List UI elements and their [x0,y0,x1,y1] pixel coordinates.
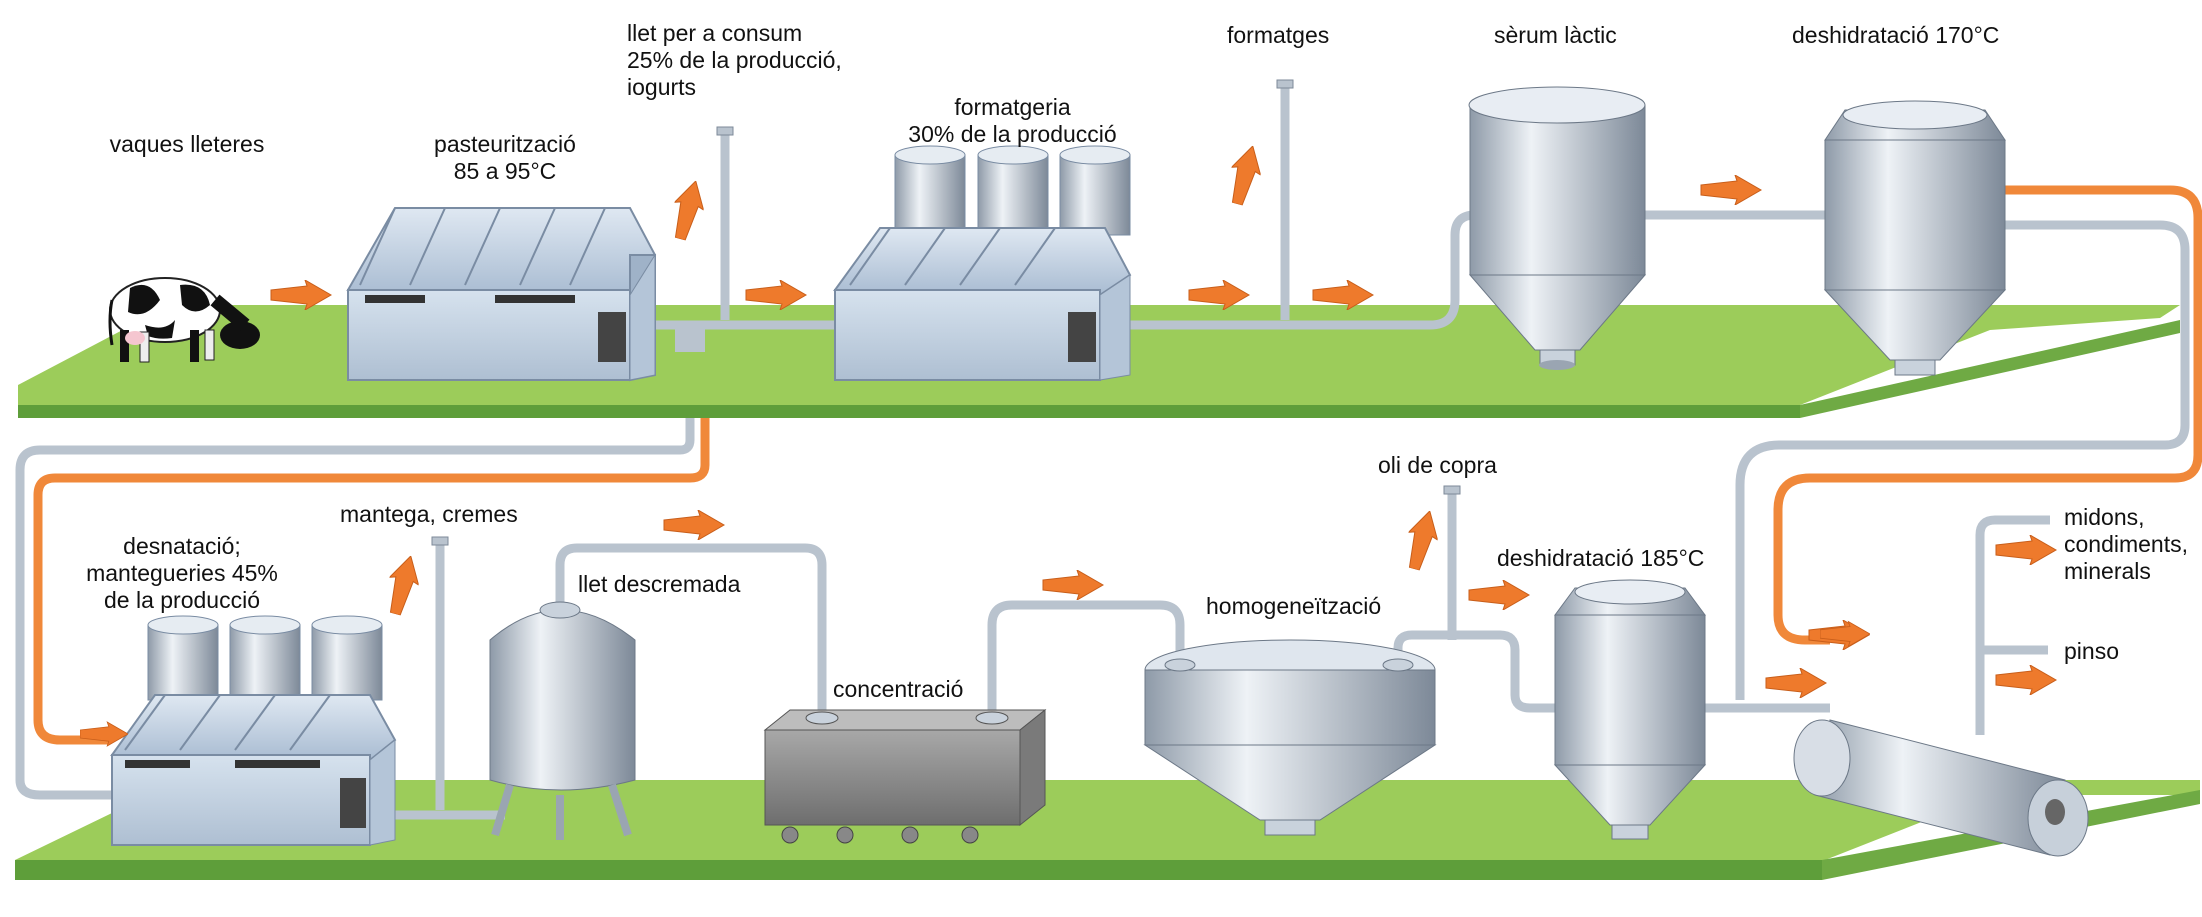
label-copra-oil: oli de copra [1378,452,1497,478]
label-creameries-share: mantegueries 45% [86,560,278,586]
lower-ground-edge [15,860,1822,880]
pipe-skim-milk [555,543,827,718]
label-feed: pinso [2064,638,2119,664]
label-skimming: desnatació; [123,533,241,559]
pipe-right-loop [1735,220,2190,700]
label-cheeses: formatges [1227,22,1330,48]
label-homogenization: homogeneïtzació [1206,593,1382,619]
dehydrator-170-tank [1823,100,2007,376]
label-concentration: concentració [833,676,964,702]
label-butter-creams: mantega, cremes [340,501,518,527]
label-dehydration-170: deshidratació 170°C [1792,22,2000,48]
pipe-outputs [1975,515,2050,735]
cheese-factory-building [833,145,1132,381]
skim-milk-tank [489,601,636,840]
label-minerals: minerals [2064,558,2151,584]
upper-ground-edge [18,405,1800,418]
pipe-cap-milk [716,126,734,136]
pipe-cap-butter [431,536,449,546]
creamery-building [110,615,397,846]
label-milk-consumption: llet per a consum [627,20,803,46]
homogenizer [1143,639,1437,836]
pipe-tee-lower [675,322,705,352]
orange-flow-right [1773,185,2202,645]
pipe-cap-cheeses [1276,79,1294,89]
label-pasteurization-temp: 85 a 95°C [453,158,557,184]
pasteurization-building [346,207,657,382]
concentration-unit [763,708,1047,844]
label-condiments: condiments, [2064,531,2189,557]
upper-ground-right-edge [1800,320,2180,418]
label-dehydration-185: deshidratació 185°C [1497,545,1705,571]
label-cheese-factory-share: 30% de la producció [908,121,1117,147]
label-dairy-cows: vaques lleteres [109,131,265,157]
dehydrator-185-tank [1553,579,1707,840]
pipe-concentration-to-homog [987,600,1185,718]
drying-cylinder [1793,719,2089,857]
label-pasteurization: pasteurització [434,131,576,157]
label-starches: midons, [2064,504,2145,530]
label-yogurts: iogurts [627,74,697,100]
label-milk-consumption-share: 25% de la producció, [627,47,842,73]
label-cheese-factory: formatgeria [954,94,1071,120]
pipe-homog-to-dehydrator [1393,630,1555,713]
whey-tank [1468,86,1647,370]
pipe-cheese-to-whey [1120,210,1476,330]
cow-icon [108,277,260,363]
label-whey: sèrum làctic [1494,22,1617,48]
pipe-upper-to-lower [15,418,695,800]
label-of-production: de la producció [104,587,260,613]
pipe-cap-copra [1443,485,1461,495]
orange-flow-upper-to-lower [33,418,710,745]
label-skim-milk: llet descremada [578,571,741,597]
